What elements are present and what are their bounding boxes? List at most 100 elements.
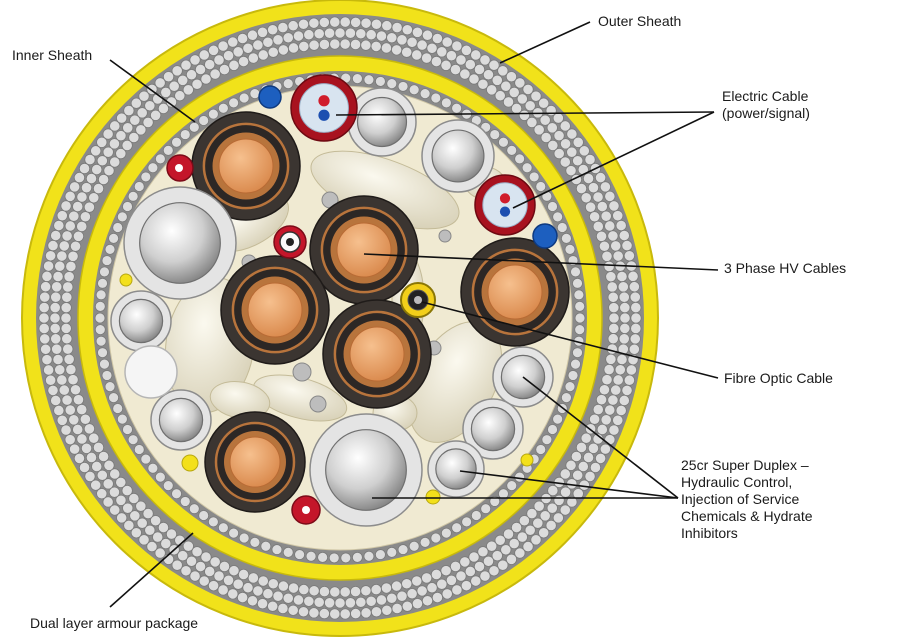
inner-armour-wire	[490, 130, 500, 140]
inner-armour-wire	[163, 481, 173, 491]
inner-armour-wire	[409, 85, 419, 95]
armour-wire-outer	[40, 282, 50, 292]
armour-wire-middle	[345, 28, 355, 38]
armour-wire-middle	[335, 28, 345, 38]
armour-wire-inner	[248, 573, 258, 583]
armour-wire-inner	[201, 74, 211, 84]
armour-wire-outer	[361, 18, 371, 28]
armour-wire-outer	[628, 271, 638, 281]
armour-wire-inner	[606, 271, 616, 281]
armour-wire-inner	[607, 282, 617, 292]
armour-wire-middle	[617, 354, 627, 364]
armour-wire-inner	[330, 587, 340, 597]
inner-armour-wire	[375, 76, 385, 86]
armour-wire-outer	[595, 172, 605, 182]
armour-wire-outer	[629, 344, 639, 354]
steel-tube-bore	[119, 299, 162, 342]
armour-wire-outer	[65, 434, 75, 444]
blue-filler	[259, 86, 281, 108]
inner-armour-wire	[199, 115, 209, 125]
inner-armour-wire	[172, 137, 182, 147]
inner-armour-wire	[148, 463, 158, 473]
armour-wire-outer	[42, 271, 52, 281]
inner-armour-wire	[574, 290, 584, 300]
armour-wire-inner	[391, 45, 401, 55]
steel-tube-bore	[471, 407, 514, 450]
armour-wire-outer	[39, 302, 49, 312]
hv-cable-conductor	[219, 139, 273, 193]
armour-wire-outer	[288, 21, 298, 31]
signal-cable-core	[286, 238, 294, 246]
armour-wire-inner	[330, 39, 340, 49]
armour-wire-inner	[608, 334, 618, 344]
armour-wire-middle	[73, 201, 83, 211]
armour-wire-middle	[81, 443, 91, 453]
inner-armour-wire	[95, 325, 105, 335]
leader-outer-sheath	[500, 22, 590, 63]
inner-armour-wire	[575, 301, 585, 311]
armour-wire-middle	[427, 43, 437, 53]
armour-wire-middle	[81, 182, 91, 192]
armour-wire-inner	[89, 433, 99, 443]
armour-wire-outer	[39, 313, 49, 323]
inner-armour-wire	[471, 511, 481, 521]
inner-armour-wire	[542, 435, 552, 445]
armour-wire-inner	[350, 39, 360, 49]
armour-wire-middle	[456, 55, 466, 65]
armour-wire-middle	[465, 566, 475, 576]
armour-wire-middle	[314, 29, 324, 39]
armour-wire-inner	[371, 41, 381, 51]
armour-wire-outer	[309, 608, 319, 618]
inner-armour-wire	[409, 541, 419, 551]
armour-wire-middle	[613, 375, 623, 385]
electric-cable-core-blue	[318, 110, 329, 121]
small-filler-element	[310, 396, 326, 412]
armour-wire-middle	[53, 354, 63, 364]
steel-tube-bore	[432, 130, 484, 182]
armour-wire-inner	[402, 579, 412, 589]
inner-armour-wire	[441, 98, 451, 108]
armour-wire-middle	[55, 365, 65, 375]
armour-wire-inner	[441, 60, 451, 70]
armour-wire-outer	[319, 17, 329, 27]
armour-wire-middle	[59, 385, 69, 395]
inner-armour-wire	[295, 550, 305, 560]
armour-wire-outer	[624, 251, 634, 261]
inner-armour-wire	[568, 370, 578, 380]
armour-wire-outer	[237, 33, 247, 43]
armour-wire-inner	[288, 43, 298, 53]
armour-wire-middle	[50, 302, 60, 312]
armour-wire-middle	[605, 221, 615, 231]
hv-cable-conductor	[248, 283, 302, 337]
armour-wire-inner	[219, 561, 229, 571]
inner-armour-wire	[352, 552, 362, 562]
inner-armour-wire	[99, 267, 109, 277]
armour-wire-middle	[243, 43, 253, 53]
armour-wire-inner	[319, 39, 329, 49]
inner-armour-wire	[507, 481, 517, 491]
armour-wire-outer	[228, 589, 238, 599]
armour-wire-outer	[298, 607, 308, 617]
armour-wire-middle	[456, 571, 466, 581]
armour-wire-inner	[576, 183, 586, 193]
armour-wire-middle	[293, 595, 303, 605]
armour-wire-inner	[609, 302, 619, 312]
inner-armour-wire	[553, 414, 563, 424]
inner-armour-wire	[571, 359, 581, 369]
armour-wire-middle	[437, 579, 447, 589]
red-filler-center	[175, 164, 183, 172]
armour-wire-inner	[593, 221, 603, 231]
armour-wire-inner	[599, 241, 609, 251]
armour-wire-outer	[609, 201, 619, 211]
armour-wire-outer	[480, 55, 490, 65]
armour-wire-middle	[304, 30, 314, 40]
armour-wire-outer	[605, 191, 615, 201]
armour-wire-middle	[69, 415, 79, 425]
armour-wire-outer	[422, 596, 432, 606]
electric-cable-core-blue	[500, 207, 510, 217]
steel-tube-bore	[159, 398, 202, 441]
inner-armour-wire	[102, 256, 112, 266]
white-tube	[125, 346, 177, 398]
inner-armour-wire	[141, 172, 151, 182]
